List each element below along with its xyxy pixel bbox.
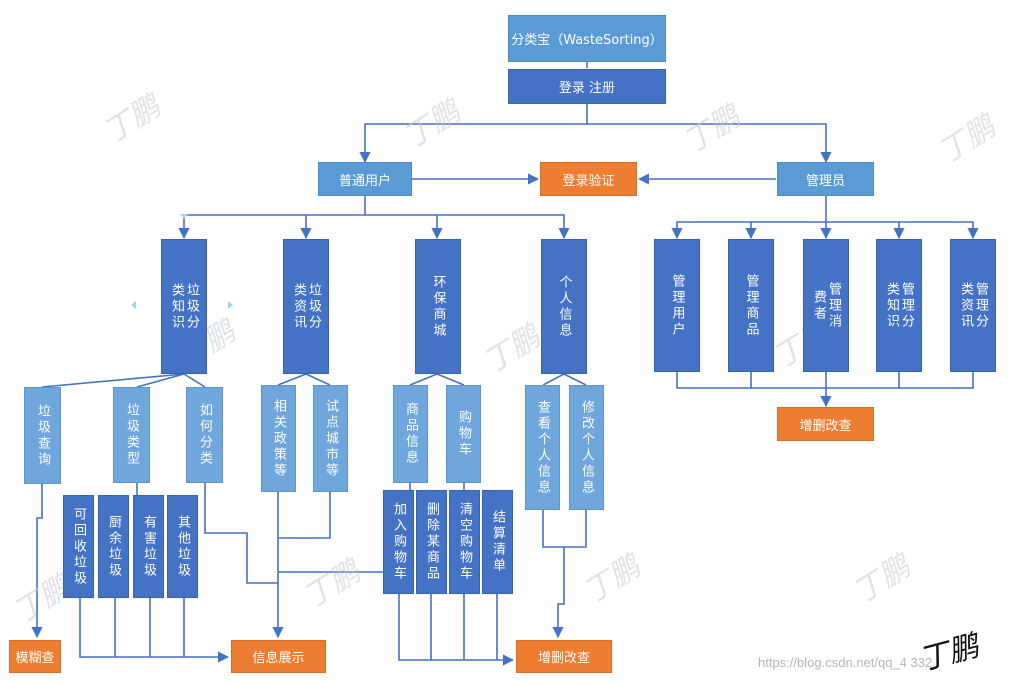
other-waste-node: 其他垃圾 — [167, 495, 198, 598]
related-policy-node: 相关政策等 — [261, 385, 296, 492]
how-to-sort-node: 如何分类 — [186, 387, 223, 483]
login-verify-node: 登录验证 — [540, 162, 637, 196]
manage-users-node: 管理用户 — [654, 239, 700, 372]
kitchen-waste-node: 厨余垃圾 — [98, 495, 129, 598]
goods-info-node: 商品信息 — [393, 385, 428, 483]
personal-info-node: 个人信息 — [541, 239, 587, 374]
garbage-types-node: 垃圾类型 — [113, 387, 150, 483]
login-register-node: 登录 注册 — [508, 69, 666, 104]
add-to-cart-node: 加入购物车 — [383, 490, 414, 594]
fuzzy-search-node: 模糊查 — [9, 640, 61, 673]
admin-node: 管理员 — [777, 162, 874, 196]
clear-cart-node: 清空购物车 — [449, 490, 480, 594]
app-title-node: 分类宝（WasteSorting） — [508, 15, 666, 62]
site-url-watermark: https://blog.csdn.net/qq_4 332 — [758, 655, 933, 670]
user-crud-node: 增删改查 — [516, 640, 612, 673]
delete-item-node: 删除某商品 — [416, 490, 447, 594]
edit-personal-info-node: 修改个人信息 — [569, 385, 604, 510]
hazardous-node: 有害垃圾 — [133, 495, 164, 598]
view-personal-info-node: 查看个人信息 — [525, 385, 560, 510]
eco-mall-node: 环保商城 — [415, 239, 461, 374]
info-display-node: 信息展示 — [231, 640, 326, 673]
admin-crud-node: 增删改查 — [777, 407, 874, 441]
manage-goods-node: 管理商品 — [728, 239, 774, 372]
manage-news-node: 管理分类资讯 — [950, 239, 996, 372]
pilot-cities-node: 试点城市等 — [313, 385, 348, 492]
cart-node: 购物车 — [446, 385, 481, 483]
sorting-knowledge-node: 垃圾分类知识 — [161, 239, 207, 374]
manage-knowledge-node: 管理分类知识 — [876, 239, 922, 372]
garbage-query-node: 垃圾查询 — [24, 387, 61, 484]
checkout-node: 结算清单 — [482, 490, 513, 594]
sorting-news-node: 垃圾分类资讯 — [283, 239, 329, 374]
normal-user-node: 普通用户 — [318, 162, 412, 196]
recyclable-node: 可回收垃圾 — [63, 495, 94, 598]
manage-consumers-node: 管理消费者 — [803, 239, 849, 372]
